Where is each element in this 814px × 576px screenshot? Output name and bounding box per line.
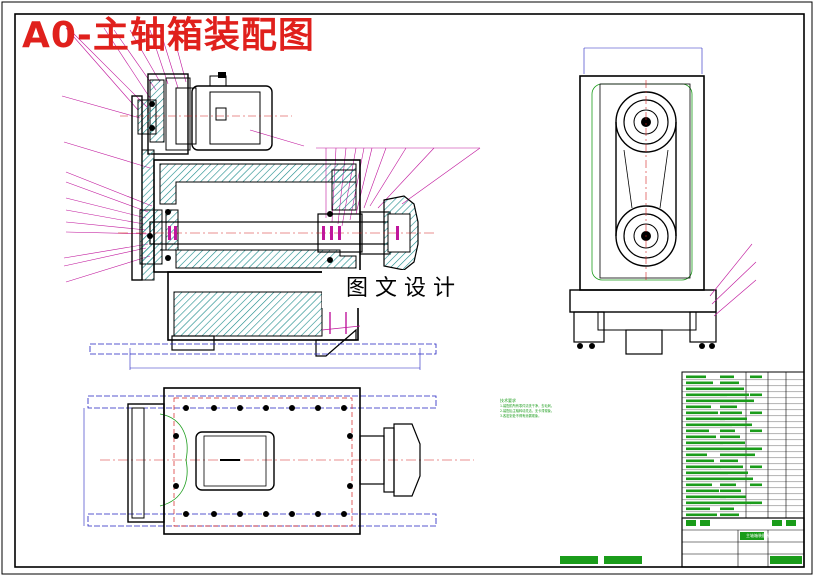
parts-row-text bbox=[750, 465, 762, 469]
parts-row-text bbox=[686, 501, 733, 505]
parts-row-text bbox=[720, 375, 734, 379]
parts-row-text bbox=[720, 447, 750, 451]
parts-row-text bbox=[686, 447, 730, 451]
parts-row-text bbox=[720, 495, 746, 499]
notes-title: 技术要求 bbox=[500, 398, 516, 403]
parts-row-text bbox=[720, 453, 755, 457]
parts-row-text bbox=[686, 483, 712, 487]
parts-row-text bbox=[750, 501, 762, 505]
parts-row-text bbox=[686, 405, 711, 409]
parts-row-text bbox=[720, 417, 747, 421]
parts-list-table bbox=[681, 371, 805, 519]
parts-row-text bbox=[720, 483, 736, 487]
parts-row-text bbox=[720, 513, 739, 517]
parts-row-text bbox=[686, 465, 721, 469]
parts-row-text bbox=[686, 471, 728, 475]
title-block-drawing-name: 主轴箱装配图 bbox=[746, 533, 770, 538]
parts-row-text bbox=[750, 375, 762, 379]
parts-row-text bbox=[686, 387, 720, 391]
parts-row-text bbox=[750, 429, 762, 433]
title-block bbox=[560, 517, 805, 568]
parts-row-text bbox=[686, 429, 709, 433]
parts-row-text bbox=[686, 399, 734, 403]
parts-row-text bbox=[686, 393, 727, 397]
parts-row-text bbox=[720, 411, 742, 415]
parts-row-text bbox=[720, 387, 744, 391]
parts-row-text bbox=[720, 501, 751, 505]
parts-row-text bbox=[720, 477, 753, 481]
drawing-title: A0-主轴箱装配图 bbox=[22, 15, 315, 56]
note-line: 1.装配前所有零件清洗干净，去毛刺。 bbox=[500, 404, 555, 408]
parts-row-text bbox=[720, 459, 738, 463]
note-line: 2.装配后主轴转动灵活，无卡滞现象。 bbox=[500, 409, 555, 413]
parts-row-text bbox=[686, 441, 723, 445]
inner-frame bbox=[14, 13, 805, 568]
parts-row-text bbox=[720, 399, 754, 403]
parts-row-text bbox=[686, 375, 706, 379]
parts-row-text bbox=[686, 411, 718, 415]
parts-row-text bbox=[686, 495, 726, 499]
note-line: 3.各密封处不得有渗漏现象。 bbox=[500, 414, 542, 418]
parts-row-text bbox=[750, 483, 762, 487]
title-block-sheet-size: A0 bbox=[790, 558, 796, 563]
parts-row-text bbox=[720, 507, 734, 511]
parts-row-text bbox=[720, 471, 748, 475]
top-view bbox=[83, 387, 474, 535]
parts-row-text bbox=[686, 513, 717, 517]
parts-row-text bbox=[686, 459, 714, 463]
parts-row-text bbox=[750, 411, 762, 415]
technical-requirements: 技术要求 1.装配前所有零件清洗干净，去毛刺。 2.装配后主轴转动灵活，无卡滞现… bbox=[500, 398, 582, 419]
watermark: 图文设计 bbox=[322, 270, 486, 308]
side-view bbox=[569, 47, 757, 355]
parts-row-text bbox=[720, 489, 741, 493]
parts-row-text bbox=[720, 393, 749, 397]
parts-row-text bbox=[750, 393, 762, 397]
parts-row-text bbox=[720, 429, 735, 433]
parts-row-text bbox=[720, 441, 745, 445]
parts-row-text bbox=[686, 381, 713, 385]
parts-row-text bbox=[720, 423, 752, 427]
parts-row-text bbox=[720, 381, 739, 385]
parts-row-text bbox=[686, 417, 725, 421]
parts-row-text bbox=[720, 435, 740, 439]
parts-row-text bbox=[686, 423, 732, 427]
parts-row-text bbox=[686, 453, 707, 457]
parts-row-text bbox=[750, 447, 762, 451]
parts-row-text bbox=[686, 435, 716, 439]
front-section-view bbox=[61, 27, 481, 370]
parts-row-text bbox=[686, 507, 710, 511]
parts-row-text bbox=[720, 405, 737, 409]
parts-row-text bbox=[686, 477, 735, 481]
parts-row-text bbox=[686, 489, 719, 493]
parts-row-text bbox=[720, 465, 743, 469]
